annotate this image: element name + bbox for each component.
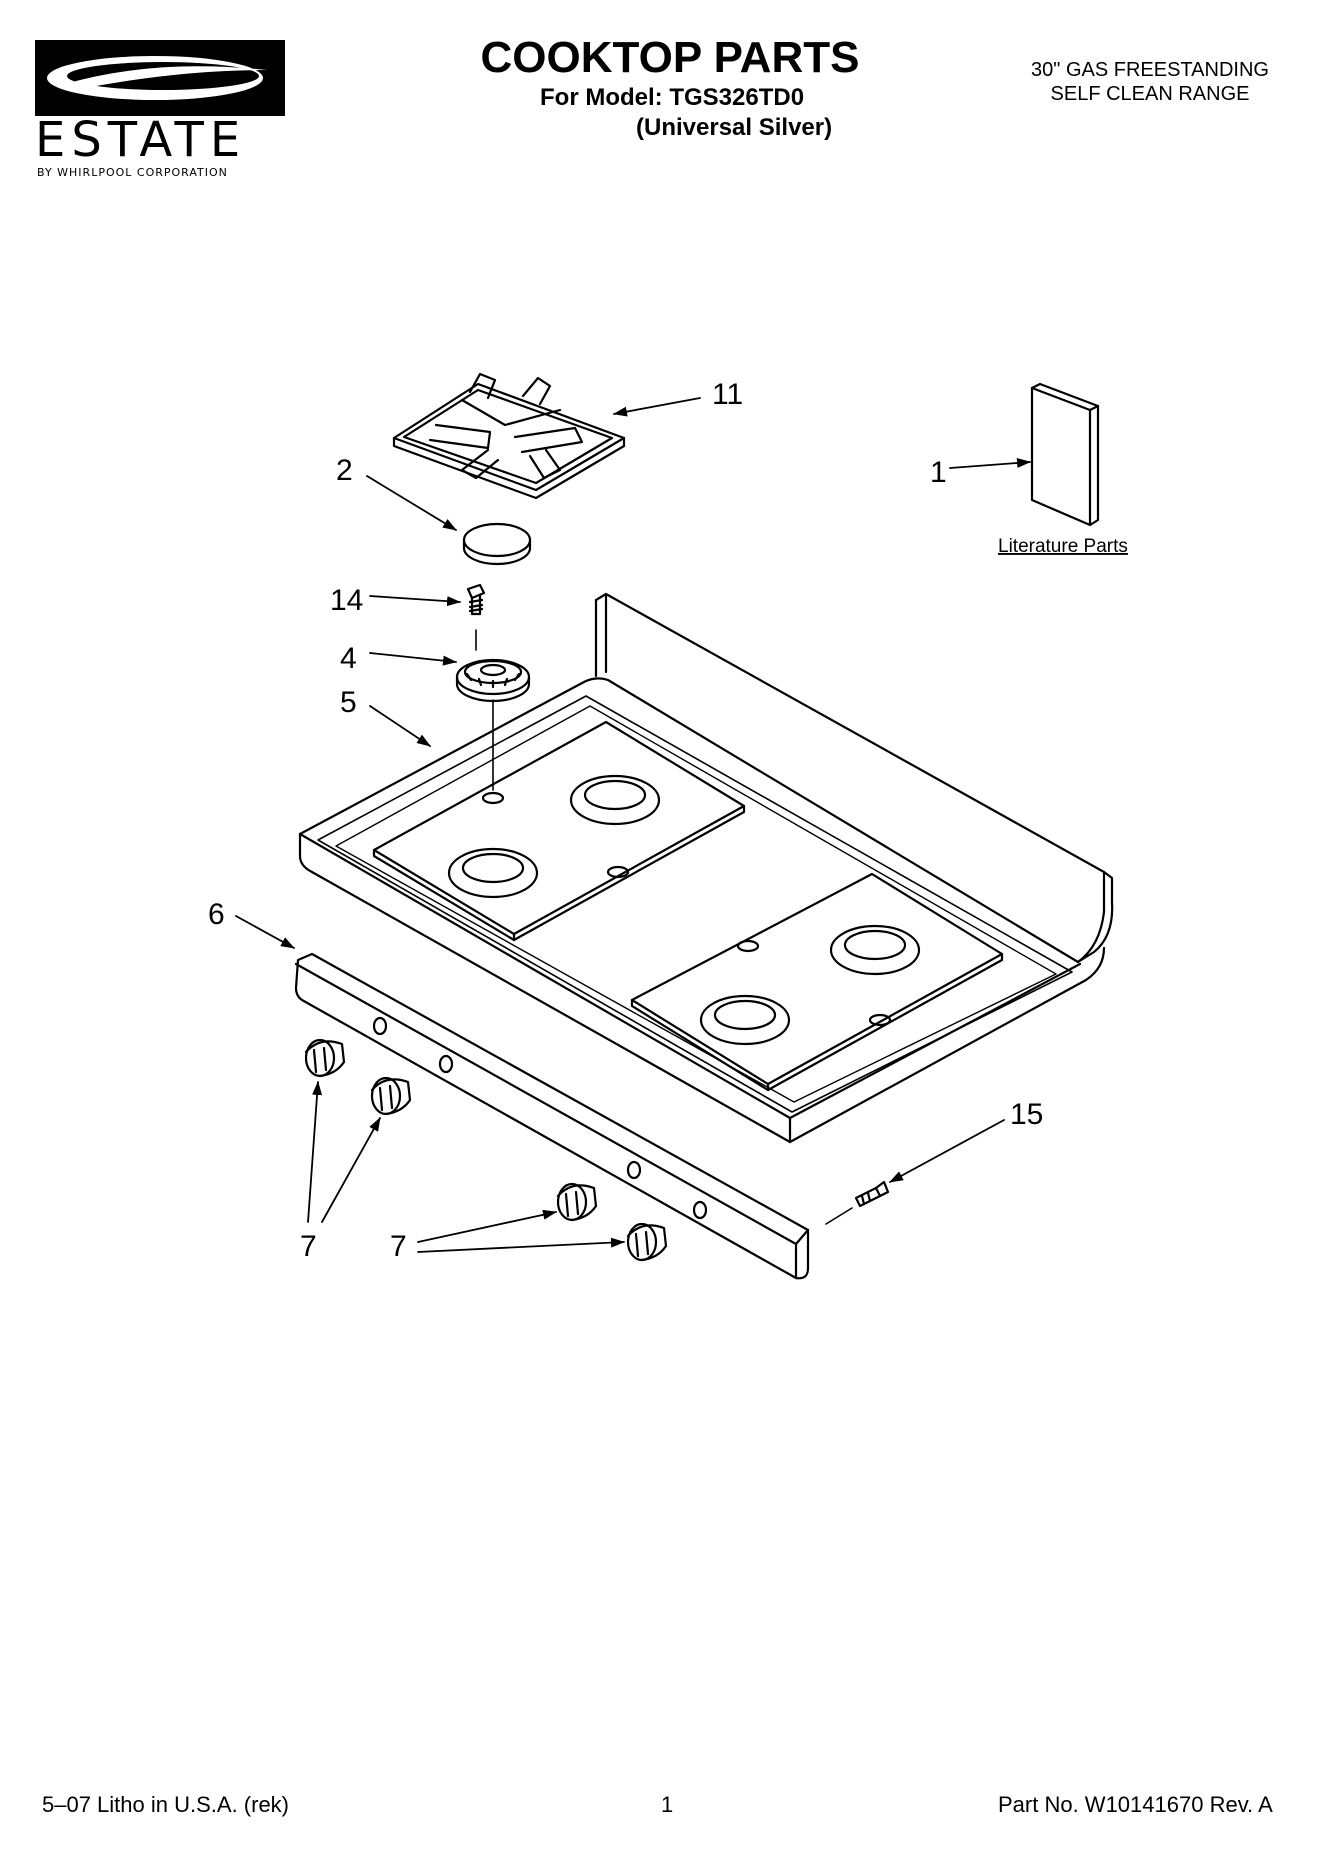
litho-note: 5–07 Litho in U.S.A. (rek) (42, 1792, 290, 1817)
arrow-7b-1 (417, 1209, 557, 1243)
mounting-screw (854, 1180, 890, 1208)
literature-parts-label: Literature Parts (998, 536, 1128, 557)
arrow-1 (949, 457, 1031, 469)
callout-7-right: 7 (390, 1230, 407, 1263)
arrow-2 (366, 475, 457, 531)
arrow-5 (369, 705, 431, 747)
callout-14: 14 (330, 584, 363, 617)
burner-screw (466, 583, 486, 616)
control-knob (556, 1182, 598, 1222)
callout-15: 15 (1010, 1098, 1043, 1131)
control-knob (626, 1222, 668, 1262)
product-spec-line1: 30" GAS FREESTANDING (1031, 59, 1269, 81)
burner-head (455, 658, 531, 703)
burner-cap (462, 522, 532, 566)
callout-5: 5 (340, 686, 357, 719)
arrow-4 (369, 652, 457, 666)
callout-11: 11 (712, 378, 743, 411)
part-number: Part No. W10141670 Rev. A (998, 1792, 1273, 1817)
literature-booklet-icon (1030, 382, 1100, 527)
arrow-15 (889, 1119, 1005, 1183)
burner-grate (392, 372, 626, 500)
model-number: For Model: TGS326TD0 (540, 84, 805, 111)
brand-subtitle: BY WHIRLPOOL CORPORATION (37, 166, 228, 179)
cooktop-panel (298, 592, 1114, 1144)
callout-7-left: 7 (300, 1230, 317, 1263)
callout-4: 4 (340, 642, 357, 675)
control-knob (304, 1038, 346, 1078)
control-knob (370, 1076, 412, 1116)
control-panel (294, 952, 810, 1280)
arrow-11 (613, 397, 701, 417)
callout-1: 1 (930, 456, 947, 489)
estate-logo: ESTATE BY WHIRLPOOL CORPORATION (35, 40, 285, 180)
model-color: (Universal Silver) (636, 114, 833, 141)
arrow-6 (235, 915, 295, 949)
arrow-14 (369, 595, 461, 607)
callout-2: 2 (336, 454, 353, 487)
page-title: COOKTOP PARTS (480, 33, 860, 82)
page-number: 1 (661, 1792, 674, 1817)
arrow-7a-1 (307, 1081, 323, 1223)
brand-name: ESTATE (35, 112, 247, 168)
estate-swoosh-icon (35, 40, 285, 116)
arrow-7a-2 (321, 1117, 381, 1223)
product-spec-line2: SELF CLEAN RANGE (1050, 83, 1250, 105)
arrow-7b-2 (417, 1237, 625, 1253)
callout-6: 6 (208, 898, 225, 931)
